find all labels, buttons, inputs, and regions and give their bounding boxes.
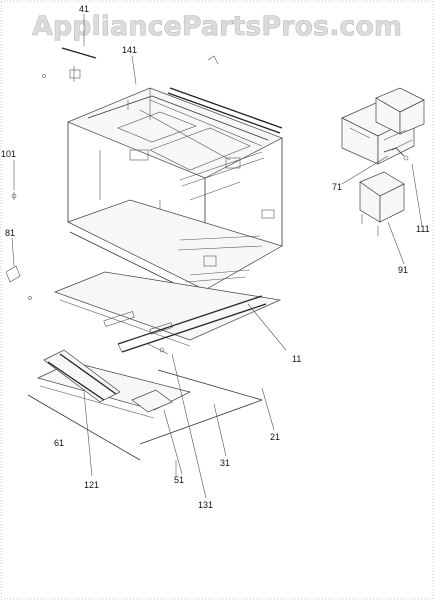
callout-91: 91 — [398, 265, 408, 275]
callout-81: 81 — [5, 228, 15, 238]
floor-panel — [27, 349, 263, 461]
callout-131: 131 — [198, 500, 213, 510]
cabinet-frame — [67, 87, 283, 297]
callout-141: 141 — [122, 45, 137, 55]
callout-41: 41 — [79, 4, 89, 14]
callout-121: 121 — [84, 480, 99, 490]
callout-101: 101 — [1, 149, 16, 159]
watermark-text: AppliancePartsPros.com — [32, 11, 402, 42]
callout-61: 61 — [54, 438, 64, 448]
control-box-assembly — [341, 87, 425, 236]
callout-31: 31 — [220, 458, 230, 468]
callout-11: 11 — [292, 354, 301, 364]
callout-51: 51 — [174, 475, 184, 485]
callout-21: 21 — [270, 432, 280, 442]
callout-71: 71 — [332, 182, 342, 192]
callout-111: 111 — [416, 224, 430, 234]
base-tray — [54, 271, 282, 355]
callout-labels: 41 141 101 81 71 111 91 11 21 61 31 121 … — [1, 4, 430, 510]
loose-parts — [5, 47, 219, 300]
leader-lines — [11, 14, 423, 499]
